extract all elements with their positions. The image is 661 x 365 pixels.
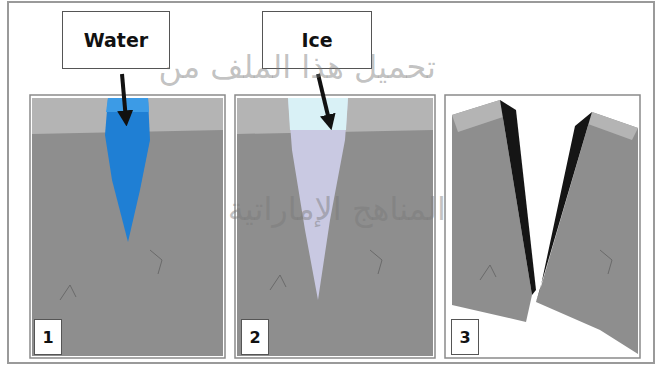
callout-label: Water [84, 29, 148, 51]
panel-water [30, 95, 225, 358]
pointer-arrow [122, 74, 126, 120]
rock-right-piece [536, 112, 638, 354]
watermark: المناهج الإماراتية [228, 190, 446, 228]
step-number-box: 1 [34, 319, 61, 355]
step-number: 2 [249, 328, 260, 347]
panel-split-rock [445, 95, 640, 358]
callout-label: Ice [301, 29, 332, 51]
callout-box: Water [62, 11, 170, 69]
step-number: 3 [459, 328, 470, 347]
step-number-box: 3 [451, 319, 478, 355]
step-number: 1 [42, 328, 53, 347]
watermark: تحميل هذا الملف من [159, 48, 436, 86]
step-number-box: 2 [241, 319, 268, 355]
outer-frame [8, 2, 654, 363]
